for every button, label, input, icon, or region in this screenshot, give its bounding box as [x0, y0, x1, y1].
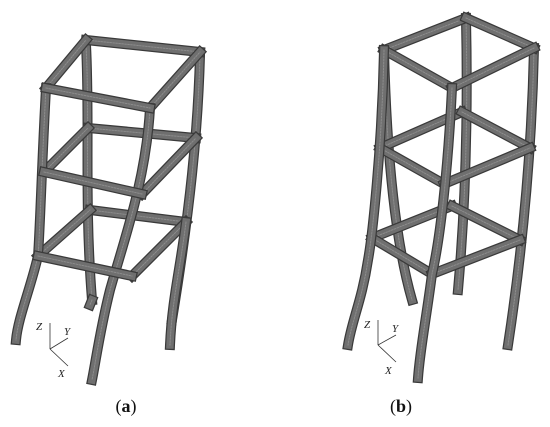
axis-label-x: X — [384, 365, 393, 377]
caption-open-paren: ( — [115, 396, 122, 416]
axis-label-z: Z — [36, 321, 43, 333]
caption-letter: a — [121, 396, 131, 416]
axis-label-x: X — [57, 368, 66, 380]
caption-close-paren: ) — [130, 396, 137, 416]
panel-caption-b: (b) — [381, 396, 421, 417]
frame-b-level3-beam-front — [427, 235, 525, 279]
caption-letter: b — [395, 396, 406, 416]
axis-triad-b: Z Y X — [364, 319, 400, 377]
axis-label-z: Z — [364, 319, 371, 331]
axis-triad-a: Z Y X — [36, 321, 72, 380]
deformed-frame-a — [10, 32, 208, 386]
axis-label-y: Y — [64, 326, 72, 338]
caption-close-paren: ) — [406, 396, 412, 416]
caption-open-paren: ( — [389, 396, 396, 416]
panel-caption-a: (a) — [106, 396, 146, 417]
axis-label-y: Y — [392, 323, 400, 335]
deformed-frame-b — [342, 11, 541, 384]
